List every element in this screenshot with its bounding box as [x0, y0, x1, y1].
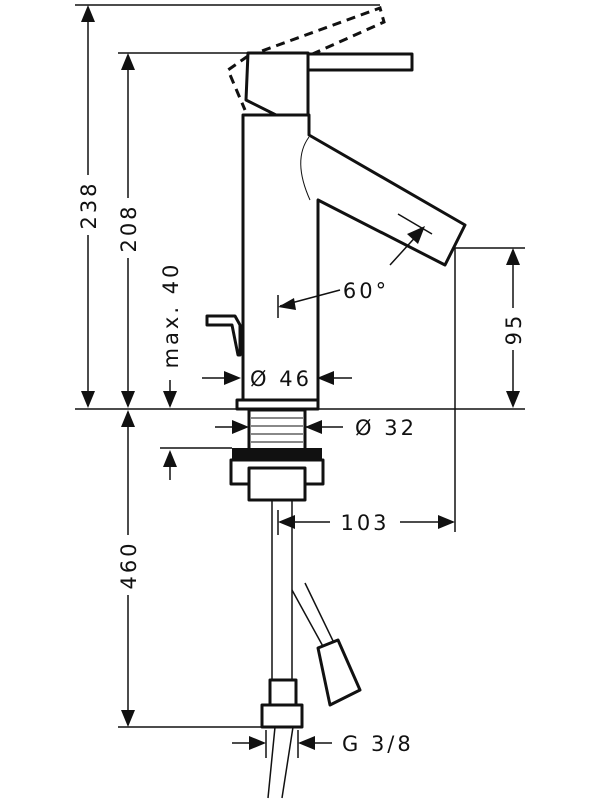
- label-background: [245, 364, 316, 392]
- label-diameter-46: Ø 46: [250, 367, 312, 391]
- dimension-body-diameter: Ø 46: [202, 364, 352, 392]
- dimension-spout-height: 95: [501, 248, 526, 408]
- dimension-connection: G 3/8: [232, 730, 414, 758]
- angle-indicator: 60°: [277, 213, 433, 318]
- faucet-body: [205, 6, 467, 411]
- label-60-degrees: 60°: [343, 279, 389, 303]
- dimension-shank-diameter: Ø 32: [215, 416, 417, 440]
- dimension-max-deck: max. 40: [159, 262, 183, 480]
- label-diameter-32: Ø 32: [355, 416, 417, 440]
- label-95: 95: [502, 313, 526, 346]
- label-208: 208: [117, 203, 141, 252]
- label-460: 460: [117, 540, 141, 589]
- label-max-40: max. 40: [159, 262, 183, 369]
- dimension-body-height: 208: [116, 53, 141, 408]
- label-238: 238: [77, 180, 101, 229]
- label-103: 103: [340, 511, 389, 535]
- dimension-spout-projection: 103: [277, 510, 455, 535]
- dimension-hose-length: 460: [116, 410, 141, 727]
- label-g-3-8: G 3/8: [342, 732, 414, 756]
- dimension-total-height: 238: [76, 5, 101, 408]
- shank-and-hoses: [229, 408, 362, 799]
